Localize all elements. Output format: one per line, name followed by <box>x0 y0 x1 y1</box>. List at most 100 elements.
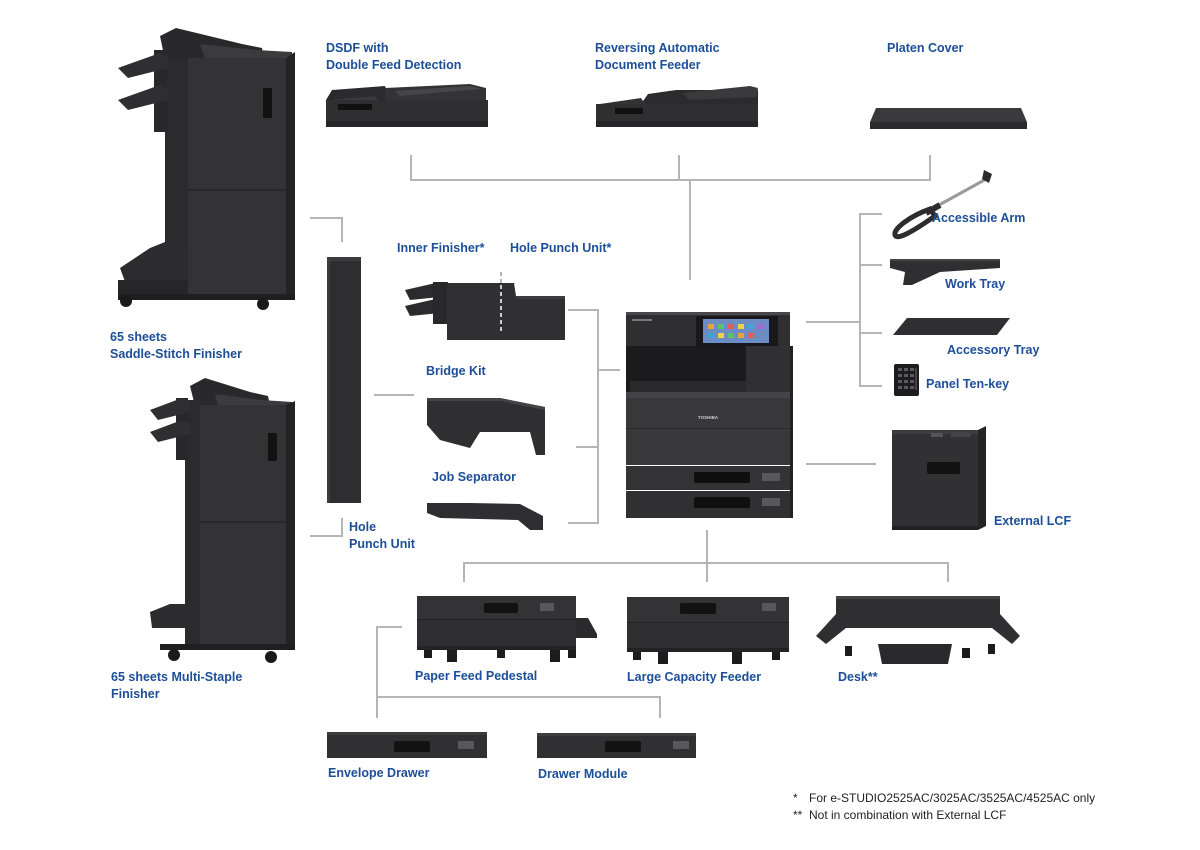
job-separator-label: Job Separator <box>432 469 516 486</box>
lcf-handle <box>927 462 960 474</box>
brand-logo: TOSHIBA <box>698 415 719 420</box>
base-frame <box>118 294 295 300</box>
output-lip <box>600 98 645 104</box>
door-handle <box>263 88 272 118</box>
bridge-kit-label: Bridge Kit <box>426 363 486 380</box>
label-line: Punch Unit <box>349 537 415 551</box>
footnote: *For e-STUDIO2525AC/3025AC/3525AC/4525AC… <box>793 790 1095 807</box>
lcf-front <box>892 430 978 530</box>
label-line: 65 sheets <box>110 330 167 344</box>
label-line: Desk** <box>838 670 878 684</box>
accessible-arm-label: Accessible Arm <box>932 210 1025 227</box>
finisher-body <box>447 283 565 340</box>
label-line: Accessible Arm <box>932 211 1026 225</box>
model-badge <box>632 319 652 321</box>
label-line: Reversing Automatic <box>595 41 720 55</box>
hole-punch-unit-label: Hole Punch Unit <box>349 519 415 553</box>
lcf-base <box>892 526 978 530</box>
panel-ten-key-image <box>894 364 919 396</box>
pedestal-drawer <box>417 620 576 648</box>
foot <box>497 650 505 658</box>
key <box>898 380 902 383</box>
large-capacity-feeder-label: Large Capacity Feeder <box>627 669 761 686</box>
drawer-handle <box>694 497 750 508</box>
cabinet-side <box>286 401 295 650</box>
output-tray <box>150 398 190 420</box>
multi-staple-finisher-label: 65 sheets Multi-Staple Finisher <box>111 669 242 703</box>
output-tray <box>118 85 168 110</box>
key <box>898 374 902 377</box>
foot <box>633 652 641 660</box>
work-tray-body <box>890 259 1000 285</box>
paper-size-tag <box>762 473 780 481</box>
label-line: Saddle-Stitch Finisher <box>110 347 242 361</box>
footnote-marker: * <box>793 791 798 805</box>
side-column <box>165 60 188 300</box>
booklet-tray <box>120 240 188 290</box>
connector-lines <box>310 155 949 718</box>
label-line: Panel Ten-key <box>926 377 1010 391</box>
drawer-edge <box>327 732 487 735</box>
caster <box>550 650 560 662</box>
radf-image <box>596 86 758 127</box>
caster <box>732 652 742 664</box>
label-line: Document Feeder <box>595 58 701 72</box>
lcf-top-detail <box>951 432 971 437</box>
screen-icon <box>708 324 714 329</box>
key <box>910 380 914 383</box>
input-tray-guide <box>395 86 482 96</box>
lcf-top-detail <box>931 433 943 437</box>
footnote: ** Not in combination with External LCF <box>793 807 1095 824</box>
label-line: Inner Finisher* <box>397 241 485 255</box>
drawer-handle <box>605 741 641 752</box>
lcf-top-edge <box>892 430 978 434</box>
punch-unit-top <box>516 296 565 299</box>
label-line: DSDF with <box>326 41 389 55</box>
caster <box>658 652 668 664</box>
screen-icon <box>738 333 744 338</box>
punch-unit-body <box>327 257 361 503</box>
drawer-handle <box>484 603 518 613</box>
panel-ten-key-label: Panel Ten-key <box>926 376 1009 393</box>
label-line: Drawer Module <box>538 767 628 781</box>
footnote-text: Not in combination with External LCF <box>809 808 1007 822</box>
desk-top <box>816 596 1020 644</box>
label-line: Large Capacity Feeder <box>627 670 762 684</box>
drawer-handle <box>394 741 430 752</box>
front-divider <box>626 428 790 429</box>
label-line: Bridge Kit <box>426 364 486 378</box>
screen-icon <box>758 324 764 329</box>
output-tray <box>118 53 168 78</box>
wheel <box>265 651 277 663</box>
drawer-handle <box>680 603 716 614</box>
label-line: Finisher <box>111 687 160 701</box>
lcf-drawer <box>627 623 789 650</box>
paper-size-tag <box>458 741 474 749</box>
key <box>898 368 902 371</box>
side-pillar <box>746 346 790 392</box>
label-line: Hole <box>349 520 377 534</box>
platen-cover-edge <box>870 122 1027 129</box>
key <box>910 386 914 389</box>
label-line: Paper Feed Pedestal <box>415 669 538 683</box>
foot <box>772 652 780 660</box>
large-capacity-feeder-image <box>627 597 789 664</box>
bridge-kit-body <box>427 398 545 455</box>
stabilizer <box>576 618 597 638</box>
screen-icons <box>708 324 764 338</box>
label-line: 65 sheets Multi-Staple <box>111 670 243 684</box>
accessory-tray-image <box>893 318 1010 335</box>
accessible-arm-image <box>892 170 992 240</box>
base-frame <box>160 644 295 650</box>
dsdf-image <box>326 84 488 127</box>
lcf-side <box>978 426 986 530</box>
footnote-marker: ** <box>793 808 803 822</box>
paper-size-tag <box>762 498 780 506</box>
foot <box>568 650 576 658</box>
accessory-tray-body <box>893 318 1010 335</box>
key <box>910 368 914 371</box>
inner-finisher-label: Inner Finisher* <box>397 240 485 257</box>
front-top-band <box>626 392 790 398</box>
input-tray <box>682 86 758 100</box>
output-lip <box>330 96 378 100</box>
